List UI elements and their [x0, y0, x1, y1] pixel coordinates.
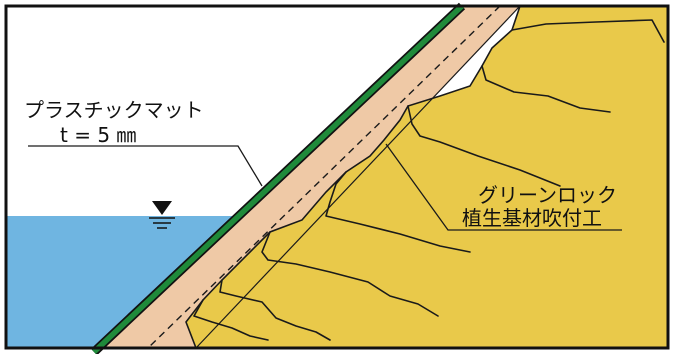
- rock-fill: [185, 5, 669, 349]
- plastic-mat: [90, 2, 466, 354]
- green-rock-method-label: 植生基材吹付工: [462, 206, 602, 230]
- soil-layer-edge: [195, 5, 521, 349]
- rock-line: [193, 299, 269, 341]
- rock-line: [481, 65, 611, 113]
- rock-line: [325, 171, 471, 253]
- green-rock-leader-line: [385, 143, 622, 231]
- rock-boundaries: [193, 19, 665, 341]
- mat-name-label: プラスチックマット: [24, 98, 204, 122]
- rock-line: [261, 231, 439, 317]
- leader-lines: [28, 143, 622, 231]
- dashed-reference-line: [147, 5, 501, 349]
- diagram-frame: [4, 4, 670, 350]
- rock-line: [219, 279, 331, 341]
- rock-line: [511, 19, 665, 43]
- rock-line: [407, 105, 561, 187]
- mat-thickness-label: t = 5 ㎜: [60, 123, 136, 147]
- green-rock-label: グリーンロック: [478, 183, 617, 207]
- water-body: [6, 216, 242, 348]
- soil-layer: [104, 6, 520, 348]
- water-level-icon: [149, 201, 175, 229]
- mat-leader-line: [28, 145, 263, 187]
